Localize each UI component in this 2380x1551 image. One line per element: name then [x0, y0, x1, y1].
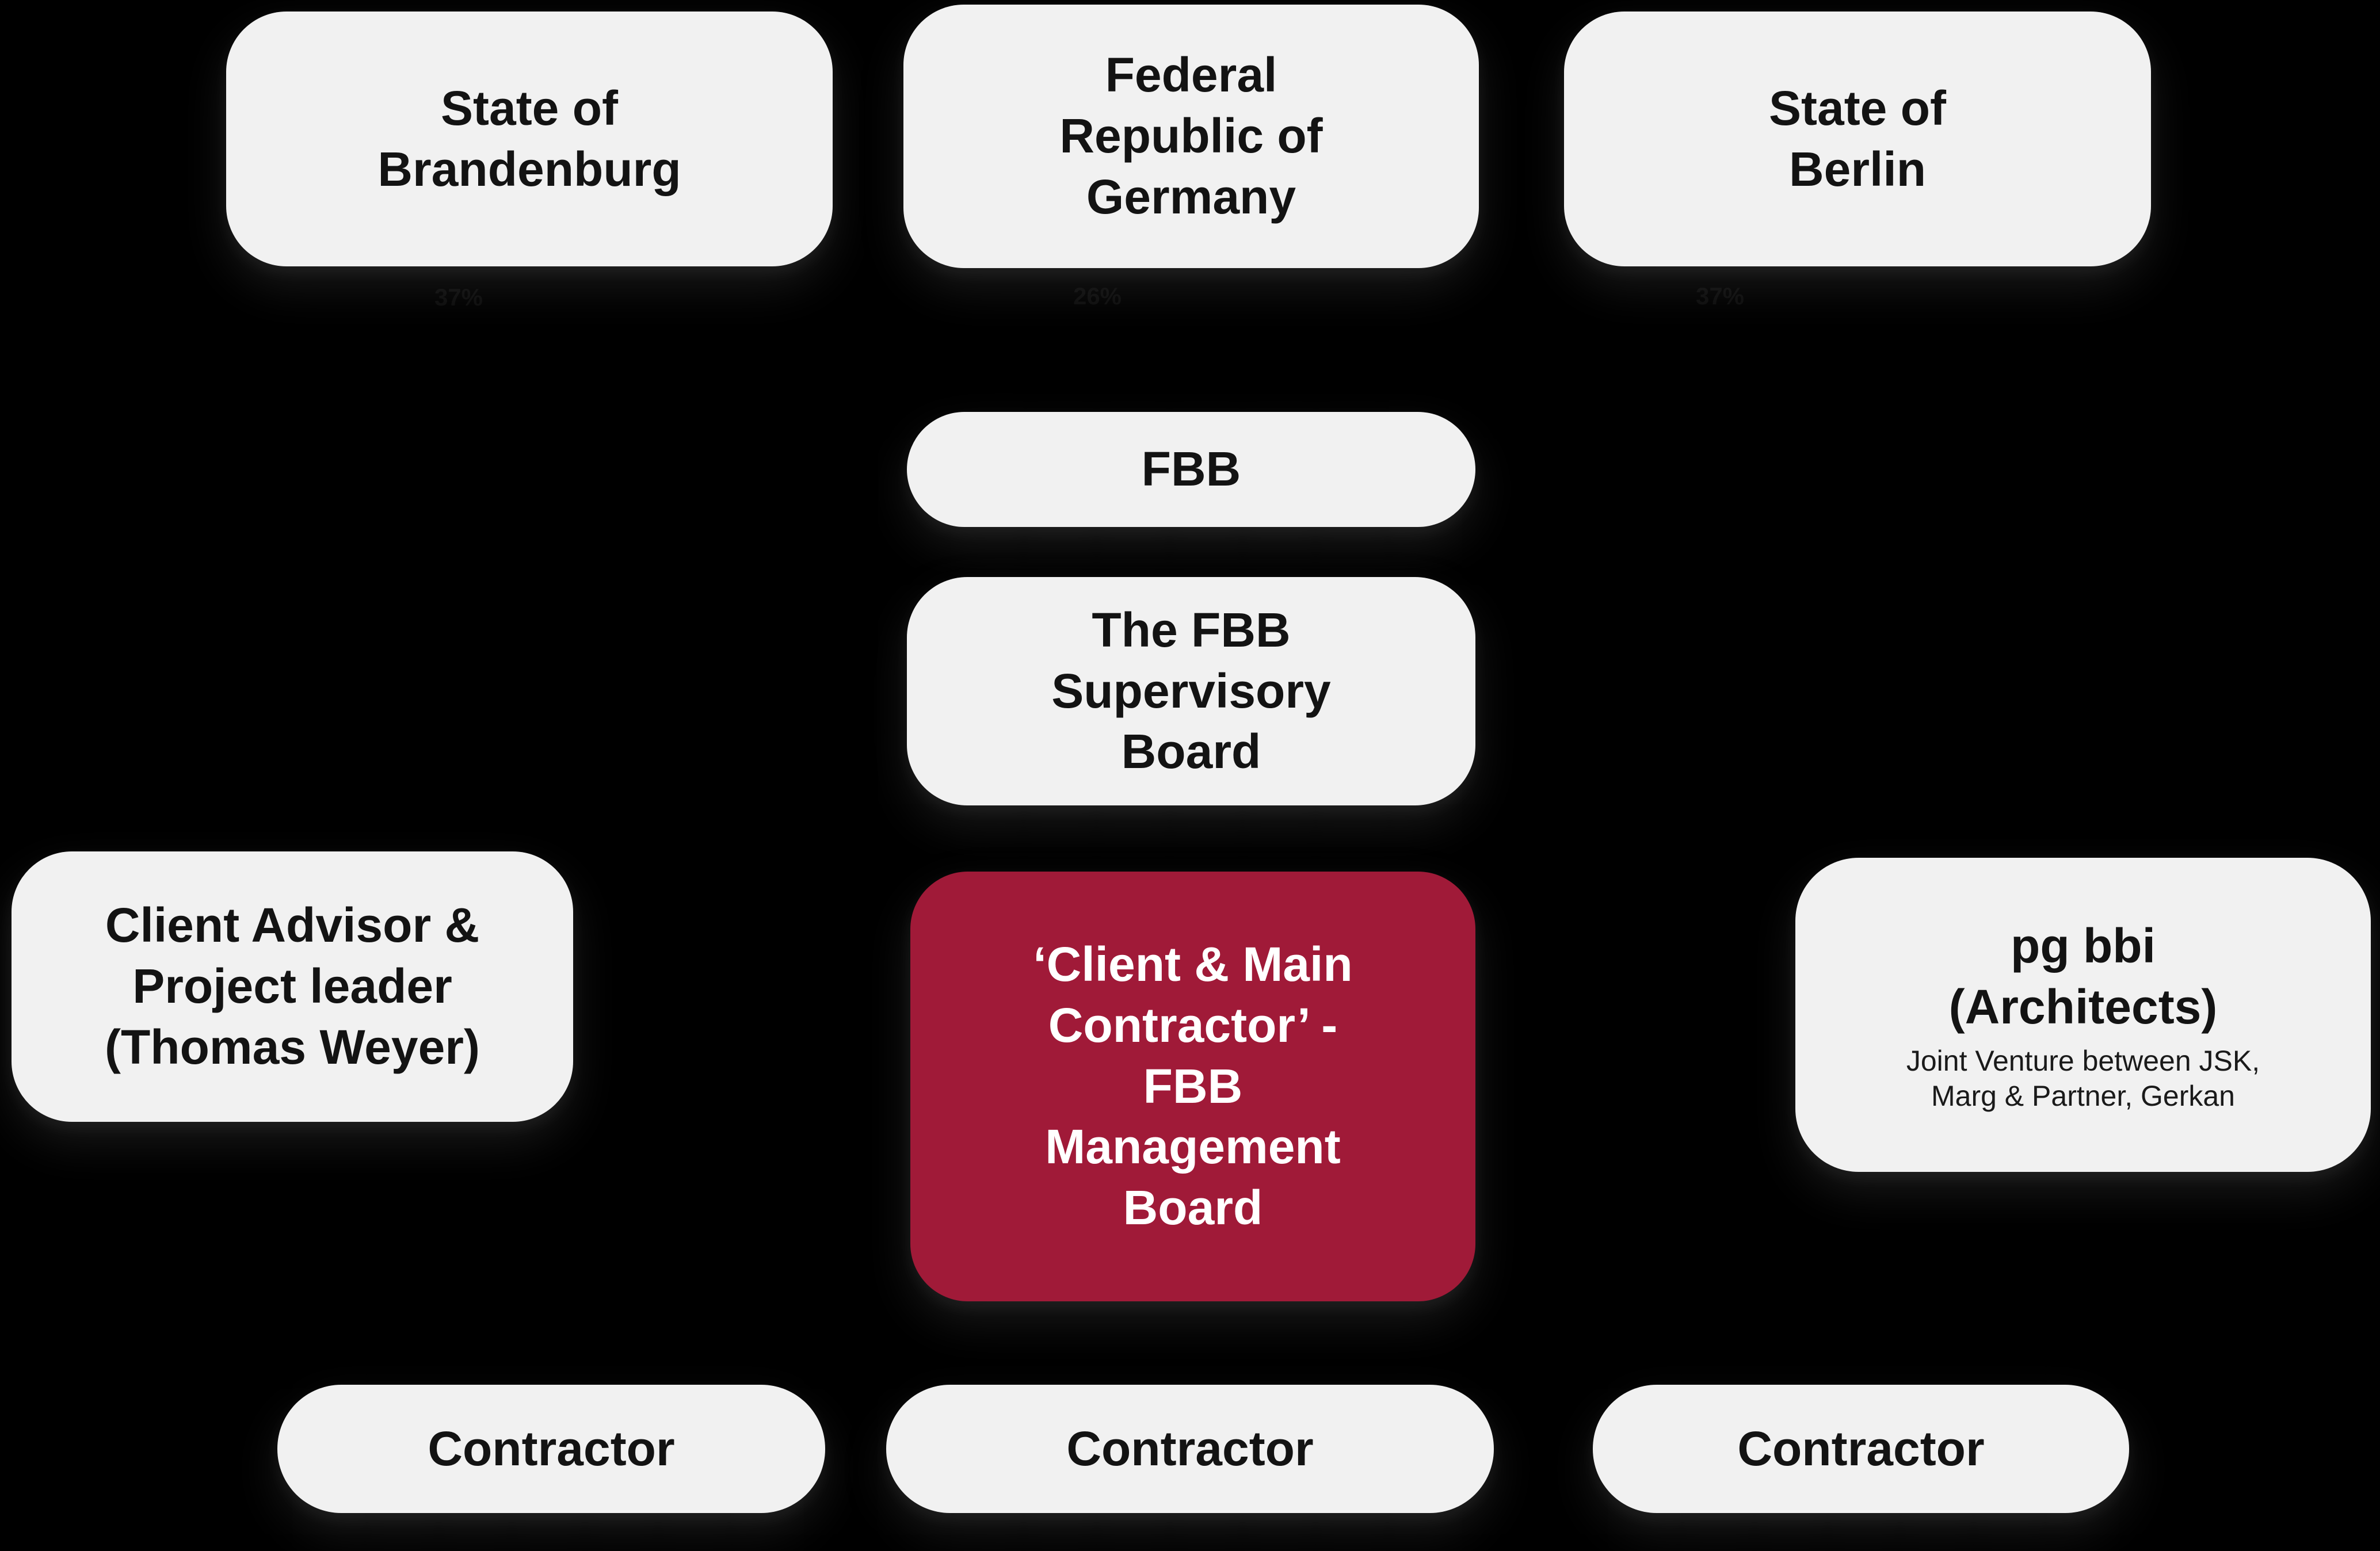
arrow-up-icon — [1176, 1301, 1210, 1336]
ownership-label-berlin: 37% — [1695, 282, 1745, 310]
node-contractor-3: Contractor — [1593, 1385, 2129, 1513]
edge-contractor3-to-management — [1196, 1318, 1862, 1387]
node-label: ‘Client & Main Contractor’ - FBB Managem… — [1033, 937, 1353, 1235]
node-federal-republic-of-germany: Federal Republic of Germany — [903, 5, 1479, 268]
node-label: Client Advisor & Project leader (Thomas … — [105, 898, 480, 1074]
node-contractor-2: Contractor — [886, 1385, 1494, 1513]
node-fbb-management-board: ‘Client & Main Contractor’ - FBB Managem… — [910, 872, 1475, 1301]
node-client-advisor-project-leader: Client Advisor & Project leader (Thomas … — [12, 851, 573, 1122]
edge-berlin-to-fbb — [1222, 265, 1858, 414]
arrow-left-icon — [1475, 1048, 1511, 1080]
node-label: FBB — [1141, 442, 1241, 496]
edge-contractor1-to-management — [551, 1318, 1189, 1387]
ownership-label-brandenburg: 37% — [434, 284, 483, 311]
node-label: Federal Republic of Germany — [1059, 48, 1323, 224]
node-sublabel: Joint Venture between JSK, Marg & Partne… — [1906, 1044, 2260, 1112]
node-label: Contractor — [1737, 1421, 1985, 1476]
node-state-of-berlin: State of Berlin — [1564, 12, 2151, 266]
arrow-right-icon — [876, 970, 910, 1003]
edge-architects-to-management — [1496, 987, 1796, 1064]
node-label: Contractor — [1066, 1421, 1314, 1476]
node-label: State of Brandenburg — [377, 81, 681, 196]
node-label: Contractor — [428, 1421, 675, 1476]
node-fbb-supervisory-board: The FBB Supervisory Board — [907, 577, 1475, 805]
node-pg-bbi-architects: pg bbi (Architects) Joint Venture betwee… — [1795, 858, 2371, 1172]
node-fbb: FBB — [907, 412, 1475, 527]
node-label: pg bbi (Architects) — [1948, 919, 2218, 1034]
node-state-of-brandenburg: State of Brandenburg — [226, 12, 833, 266]
node-contractor-1: Contractor — [277, 1385, 825, 1513]
node-label: State of Berlin — [1768, 81, 1947, 196]
edge-brandenburg-to-fbb — [529, 265, 1163, 414]
ownership-label-federal: 26% — [1073, 282, 1122, 310]
node-label: The FBB Supervisory Board — [1051, 602, 1331, 779]
